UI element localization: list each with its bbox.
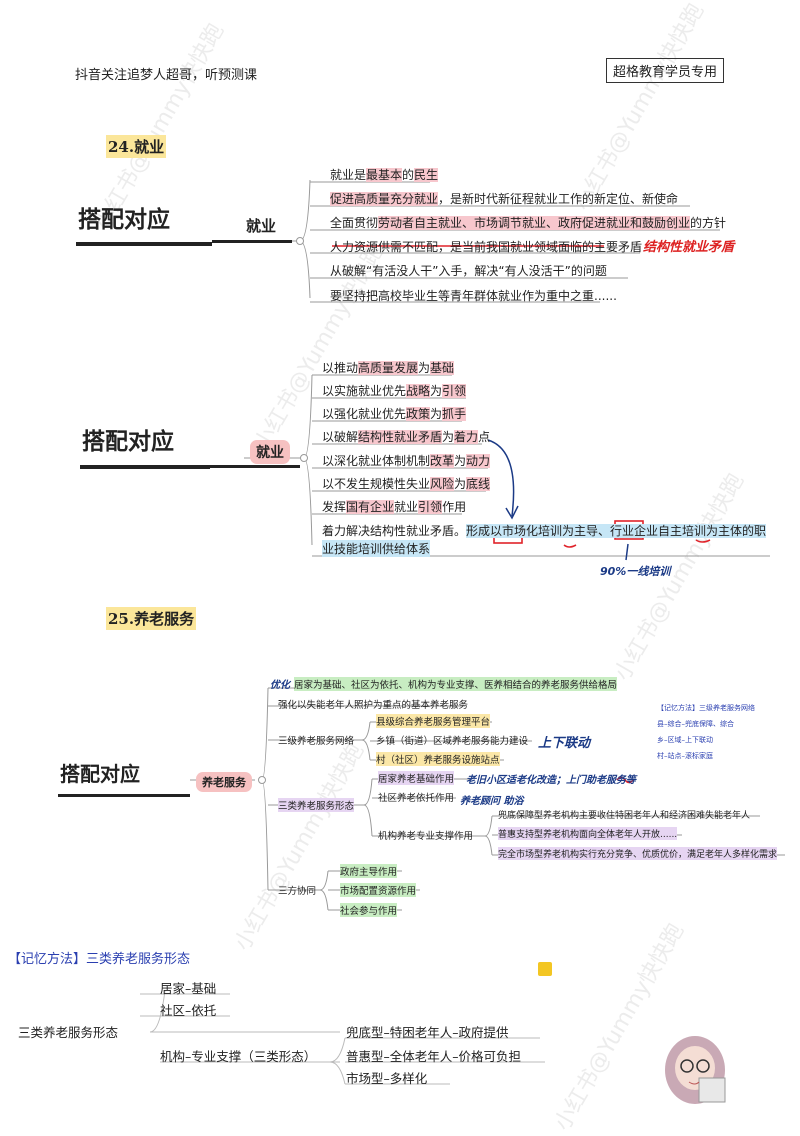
mindmap3-underline — [58, 794, 190, 797]
mm3-synergy-item-3: 社会参与作用 — [340, 903, 398, 917]
mm3-branch-forms: 三类养老服务形态 — [278, 798, 355, 812]
side-memory-title: 【记忆方法】三级养老服务网络 — [657, 704, 755, 712]
section-title-elderly-care: 25.养老服务 — [106, 607, 197, 630]
mindmap2-node: 就业 — [250, 440, 290, 464]
mindmap2-underline — [80, 465, 210, 469]
memory-branch-home: 居家–基础 — [160, 981, 217, 996]
mm2-item-5: 以深化就业体制机制改革为动力 — [322, 454, 491, 468]
header-badge: 超格教育学员专用 — [606, 58, 725, 83]
mm3-top-item-2: 强化以失能老年人照护为重点的基本养老服务 — [278, 700, 469, 711]
section-title-employment: 24.就业 — [106, 135, 167, 158]
memory-institution-3: 市场型–多样化 — [346, 1071, 428, 1086]
mm2-item-4: 以破解结构性就业矛盾为着力点 — [322, 430, 491, 444]
mm2-item-8: 着力解决结构性就业矛盾。形成以市场化培训为主导、行业企业自主培训为主体的职 — [322, 524, 767, 538]
mm1-item-2: 促进高质量充分就业，是新时代新征程就业工作的新定位、新使命 — [330, 192, 679, 206]
mm2-handwritten-note: 90%一线培训 — [600, 565, 671, 578]
memory-institution-1: 兜底型–特困老年人–政府提供 — [346, 1025, 509, 1040]
mm3-synergy-item-1: 政府主导作用 — [340, 864, 398, 878]
mm2-item-1: 以推动高质量发展为基础 — [322, 361, 455, 375]
mm2-item-7: 发挥国有企业就业引领作用 — [322, 500, 467, 514]
side-memory-line-1: 县–综合–兜底保障、综合 — [657, 720, 734, 728]
mm3-forms-item-1: 居家养老基础作用 — [378, 771, 455, 785]
mm3-forms-item-3: 机构养老专业支撑作用 — [378, 831, 474, 842]
mm3-forms-note-1: 老旧小区适老化改造；上门助老服务等 — [466, 775, 636, 786]
mm1-item-6: 要坚持把高校毕业生等青年群体就业作为重中之重...... — [330, 289, 617, 303]
memory-institution-2: 普惠型–全体老年人–价格可负担 — [346, 1049, 522, 1064]
mm3-top-item-1: 居家为基础、社区为依托、机构为专业支撑、医养相结合的养老服务供给格局 — [294, 677, 618, 691]
side-memory-line-3: 村–站点–滚标家庭 — [657, 752, 713, 760]
avatar — [665, 1036, 726, 1104]
mm1-item-3: 全面贯彻劳动者自主就业、市场调节就业、政府促进就业和鼓励创业的方针 — [330, 216, 727, 230]
mm2-item-3: 以强化就业优先政策为抓手 — [322, 407, 467, 421]
mm2-item-8-cont: 业技能培训供给体系 — [322, 540, 431, 557]
side-memory-line-2: 乡–区域–上下联动 — [657, 736, 713, 744]
mm1-item-5: 从破解“有活没人干”入手，解决“有人没活干”的问题 — [330, 264, 607, 278]
memory-title: 【记忆方法】三类养老服务形态 — [8, 952, 191, 967]
mm3-institution-type-3: 完全市场型养老机构实行充分竞争、优质优价，满足老年人多样化需求 — [498, 847, 778, 860]
memory-branch-institution: 机构–专业支撑（三类形态） — [160, 1049, 317, 1064]
mm3-network-item-3: 村（社区）养老服务设施站点 — [376, 752, 500, 766]
mindmap3-node: 养老服务 — [196, 772, 252, 792]
mm3-institution-type-2: 普惠支持型养老机构面向全体老年人开放...... — [498, 827, 678, 840]
mindmap3-heading: 搭配对应 — [60, 762, 140, 786]
mm1-item-1: 就业是最基本的民生 — [330, 168, 439, 182]
mindmap2-heading: 搭配对应 — [82, 429, 174, 455]
mm2-item-6: 以不发生规模性失业风险为底线 — [322, 477, 491, 491]
mm3-handwritten-optimize: 优化 — [270, 680, 290, 691]
memory-branch-community: 社区–依托 — [160, 1003, 217, 1018]
comment-icon[interactable] — [538, 962, 552, 976]
mm3-branch-synergy: 三方协同 — [278, 886, 317, 897]
mm3-forms-item-2: 社区养老依托作用 — [378, 793, 455, 804]
mindmap2-node-bar — [210, 465, 300, 468]
header-note: 抖音关注追梦人超哥，听预测课 — [75, 68, 258, 83]
mm3-institution-type-1: 兜底保障型养老机构主要收住特困老年人和经济困难失能老年人 — [498, 811, 751, 821]
mindmap1-heading: 搭配对应 — [78, 207, 170, 233]
mm1-handwritten-note: 结构性就业矛盾 — [643, 240, 735, 255]
mindmap1-node-bar — [212, 240, 292, 243]
mm3-network-note: 上下联动 — [538, 736, 591, 751]
memory-root: 三类养老服务形态 — [18, 1025, 119, 1040]
mm1-item-4: 人力资源供需不匹配，是当前我国就业领域面临的主要矛盾 — [330, 240, 643, 254]
mm3-forms-note-2: 养老顾问 助浴 — [460, 796, 524, 807]
mm3-network-item-1: 县级综合养老服务管理平台 — [376, 714, 491, 728]
mm3-branch-network: 三级养老服务网络 — [278, 736, 355, 747]
mindmap1-underline — [76, 242, 212, 246]
mm3-network-item-2: 乡镇（街道）区域养老服务能力建设 — [376, 736, 529, 747]
mindmap1-node: 就业 — [246, 217, 277, 235]
mm3-synergy-item-2: 市场配置资源作用 — [340, 883, 417, 897]
mm2-item-2: 以实施就业优先战略为引领 — [322, 384, 467, 398]
